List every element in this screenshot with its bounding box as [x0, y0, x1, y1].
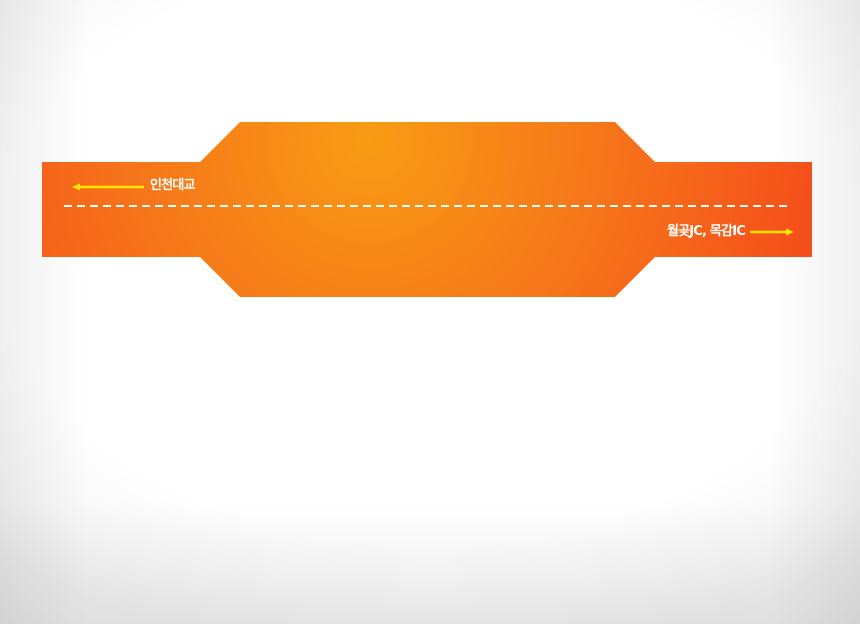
direction-label-incheon-bridge: 인천대교	[150, 178, 195, 193]
arrow-left-icon	[72, 183, 144, 191]
direction-label-wolgot-mokgam: 월곶JC, 목감IC	[666, 224, 746, 239]
road-shape	[42, 122, 812, 297]
arrow-right-icon	[750, 228, 794, 236]
